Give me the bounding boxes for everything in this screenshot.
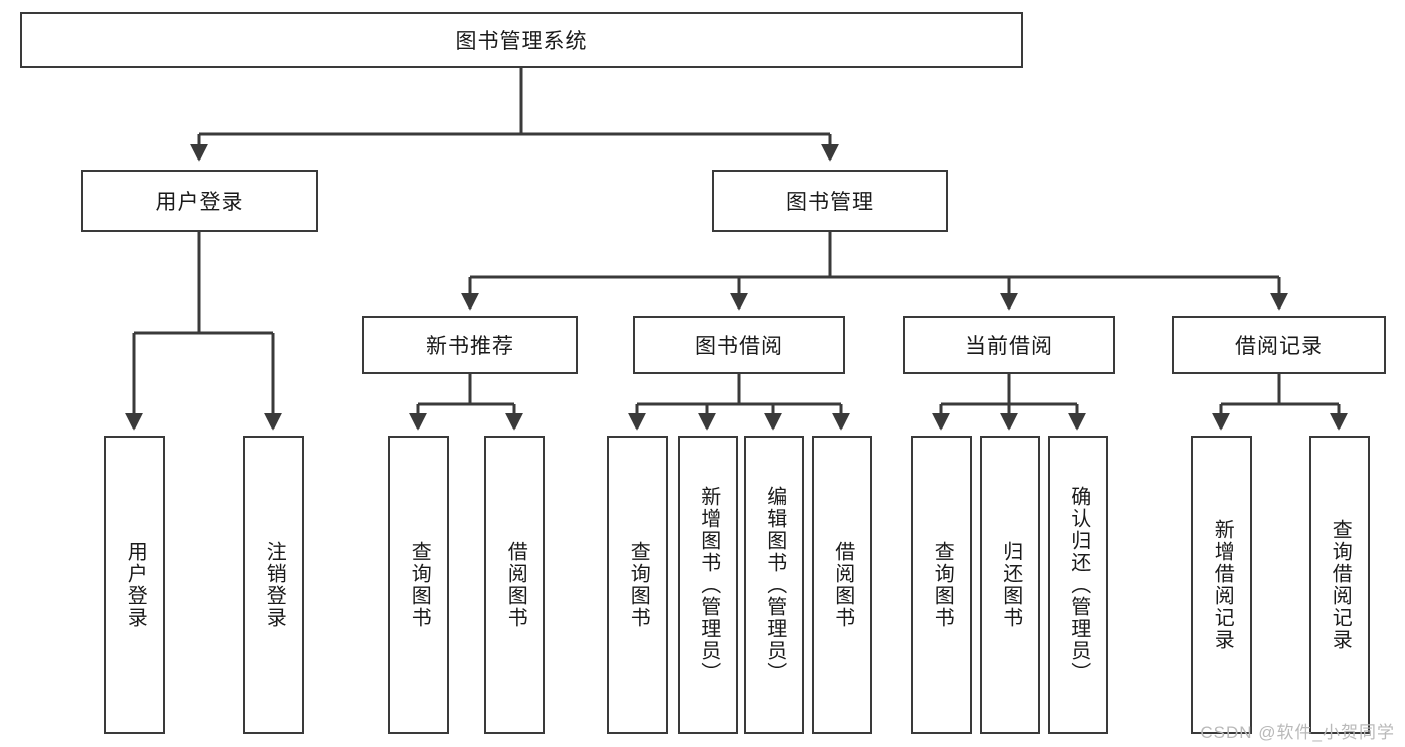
leaf-borrow-add-book-admin[interactable]: 新增图书（管理员） (678, 436, 738, 734)
node-book-borrow-label: 图书借阅 (695, 335, 783, 358)
node-current-borrow[interactable]: 当前借阅 (903, 316, 1115, 374)
node-new-book-recommend-label: 新书推荐 (426, 335, 514, 358)
leaf-borrow-borrow-book[interactable]: 借阅图书 (812, 436, 872, 734)
node-borrow-record[interactable]: 借阅记录 (1172, 316, 1386, 374)
leaf-borrow-add-book-admin-label: 新增图书（管理员） (697, 486, 720, 684)
leaf-current-confirm-return-admin[interactable]: 确认归还（管理员） (1048, 436, 1108, 734)
node-book-borrow[interactable]: 图书借阅 (633, 316, 845, 374)
node-root-system[interactable]: 图书管理系统 (20, 12, 1023, 68)
leaf-user-login-login-label: 用户登录 (124, 541, 147, 629)
leaf-record-query-record[interactable]: 查询借阅记录 (1309, 436, 1370, 734)
node-user-login[interactable]: 用户登录 (81, 170, 318, 232)
leaf-borrow-borrow-book-label: 借阅图书 (831, 541, 854, 629)
leaf-user-login-logout-label: 注销登录 (263, 541, 286, 629)
leaf-current-query-book-label: 查询图书 (931, 541, 954, 629)
leaf-user-login-logout[interactable]: 注销登录 (243, 436, 304, 734)
leaf-current-query-book[interactable]: 查询图书 (911, 436, 972, 734)
leaf-record-add-record[interactable]: 新增借阅记录 (1191, 436, 1252, 734)
node-new-book-recommend[interactable]: 新书推荐 (362, 316, 578, 374)
leaf-borrow-query-book-label: 查询图书 (627, 541, 650, 629)
leaf-borrow-edit-book-admin[interactable]: 编辑图书（管理员） (744, 436, 804, 734)
leaf-record-query-record-label: 查询借阅记录 (1329, 519, 1352, 651)
node-current-borrow-label: 当前借阅 (965, 335, 1053, 358)
leaf-user-login-login[interactable]: 用户登录 (104, 436, 165, 734)
leaf-borrow-edit-book-admin-label: 编辑图书（管理员） (763, 486, 786, 684)
node-root-system-label: 图书管理系统 (455, 30, 588, 53)
leaf-recommend-query-book-label: 查询图书 (408, 541, 431, 629)
node-book-management-label: 图书管理 (786, 191, 874, 214)
leaf-recommend-borrow-book-label: 借阅图书 (504, 541, 527, 629)
leaf-recommend-query-book[interactable]: 查询图书 (388, 436, 449, 734)
leaf-recommend-borrow-book[interactable]: 借阅图书 (484, 436, 545, 734)
node-book-management[interactable]: 图书管理 (712, 170, 948, 232)
leaf-borrow-query-book[interactable]: 查询图书 (607, 436, 668, 734)
leaf-current-confirm-return-admin-label: 确认归还（管理员） (1067, 486, 1090, 684)
leaf-current-return-book-label: 归还图书 (999, 541, 1022, 629)
node-user-login-label: 用户登录 (155, 191, 244, 214)
node-borrow-record-label: 借阅记录 (1235, 335, 1323, 358)
leaf-record-add-record-label: 新增借阅记录 (1211, 519, 1234, 651)
csdn-watermark: CSDN @软件_小贺同学 (1200, 723, 1395, 742)
leaf-current-return-book[interactable]: 归还图书 (980, 436, 1040, 734)
